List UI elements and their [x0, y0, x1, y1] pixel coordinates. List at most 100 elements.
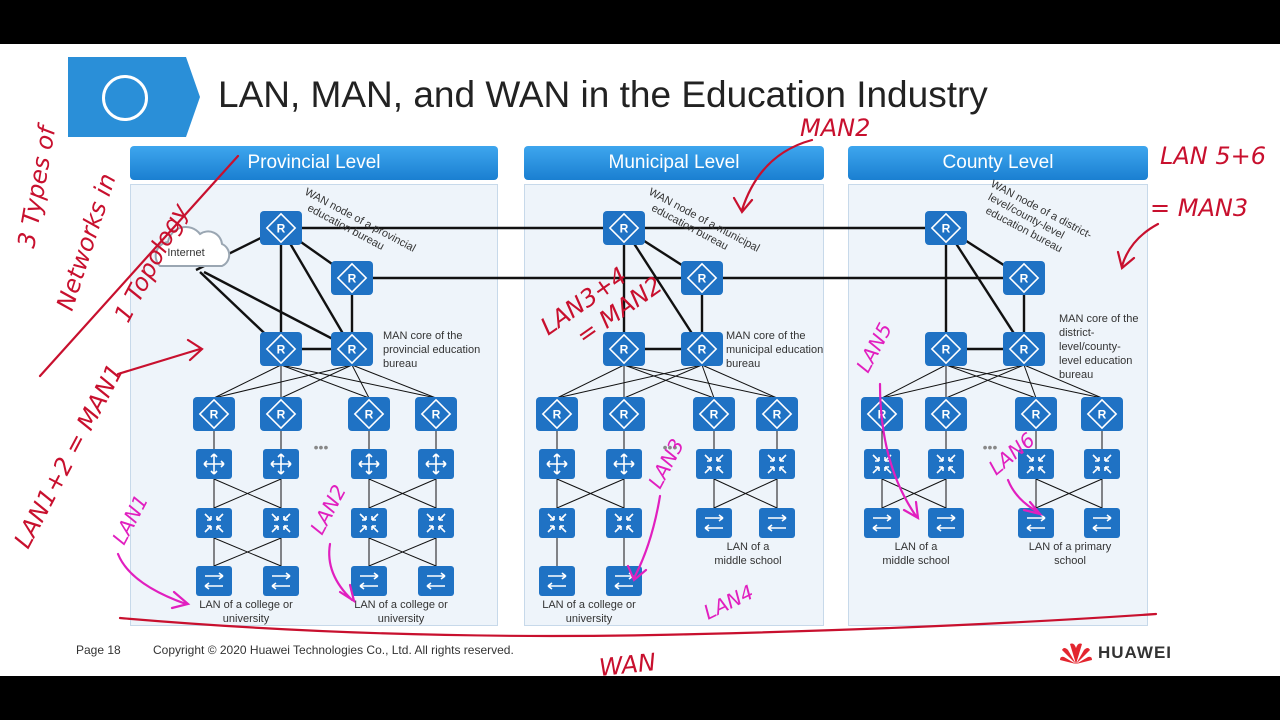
core-switch: [927, 448, 965, 480]
core-switch: [262, 507, 300, 539]
man-label-municipal-l2: municipal education: [726, 344, 823, 356]
huawei-flower-icon: [1060, 643, 1092, 664]
core-switch: [863, 448, 901, 480]
x: [556, 478, 625, 509]
man-core-router-provincial-b: [330, 331, 374, 367]
aggregation-switch: [605, 448, 643, 480]
internet-cloud: Internet: [154, 226, 231, 267]
router: [755, 396, 799, 432]
ellipsis-provincial: •••: [314, 439, 329, 455]
man-core-router-municipal-a: [602, 331, 646, 367]
wan-label-municipal: WAN node of a municipal education bureau: [647, 186, 762, 255]
access-switch: [758, 507, 796, 539]
network-devices: [192, 210, 1124, 597]
man-label-municipal-l3: bureau: [726, 358, 760, 370]
man-access-link: [881, 364, 947, 399]
lan-label-county-right-l2: school: [1054, 555, 1086, 567]
man-core-router-provincial-a: [259, 331, 303, 367]
x: [713, 478, 778, 509]
x: [213, 537, 282, 567]
man-access-link: [1023, 364, 1103, 399]
lan-label-muni-right-l2: middle school: [714, 555, 781, 567]
core-switch: [195, 507, 233, 539]
man-core-router-county-a: [924, 331, 968, 367]
aggregation-switch: [350, 448, 388, 480]
core-switch: [1017, 448, 1055, 480]
man-label-county-l1: MAN core of the: [1059, 313, 1138, 325]
man-label-county-l5: bureau: [1059, 369, 1093, 381]
router: [602, 396, 646, 432]
router: [347, 396, 391, 432]
wan-router-municipal-b: [680, 260, 724, 296]
man-label-provincial: MAN core of the provincial education bur…: [383, 330, 480, 370]
access-switch: [695, 507, 733, 539]
man-access-link: [881, 364, 1025, 399]
x: [1035, 478, 1103, 509]
man-access-link: [623, 364, 778, 399]
man-access-link: [1023, 364, 1037, 399]
brand-name: HUAWEI: [1098, 643, 1172, 662]
footer-page-number: Page 18: [76, 643, 121, 657]
aggregation-switch: [195, 448, 233, 480]
man-access-link: [556, 364, 625, 399]
router: [259, 396, 303, 432]
core-switch: [1083, 448, 1121, 480]
router: [192, 396, 236, 432]
slide-badge: [68, 57, 200, 137]
wan-man-cross-link: [944, 227, 1026, 350]
core-switch: [695, 448, 733, 480]
man-access-link: [280, 364, 370, 399]
router: [535, 396, 579, 432]
man-access-link: [280, 364, 353, 399]
man-label-county-l4: level education: [1059, 355, 1132, 367]
access-switch: [605, 565, 643, 597]
access-switch: [1017, 507, 1055, 539]
router: [924, 396, 968, 432]
x: [368, 478, 437, 509]
access-switch: [417, 565, 455, 597]
lan-label-county-left-l1: LAN of a: [895, 541, 939, 553]
core-switch: [350, 507, 388, 539]
lan-label-county-right-l1: LAN of a primary: [1029, 541, 1112, 553]
man-label-county-l3: level/county-: [1059, 341, 1121, 353]
lan-label-muni-left-l1: LAN of a college or: [542, 599, 636, 611]
x: [213, 478, 282, 509]
man-access-link: [945, 364, 1025, 399]
wan-router-provincial-b: [330, 260, 374, 296]
wan-man-cross-link: [622, 227, 704, 350]
core-switch: [417, 507, 455, 539]
man-access-link: [213, 364, 282, 399]
man-access-link: [701, 364, 778, 399]
core-switch: [605, 507, 643, 539]
access-switch: [927, 507, 965, 539]
core-switch: [758, 448, 796, 480]
slide: LAN, MAN, and WAN in the Education Indus…: [0, 44, 1280, 676]
man-access-link: [280, 364, 437, 399]
lan-label-county-left-l2: middle school: [882, 555, 949, 567]
lan-label-prov-left-l1: LAN of a college or: [199, 599, 293, 611]
lan-label-prov-left-l2: university: [223, 613, 270, 625]
man-access-link: [556, 364, 703, 399]
core-switch: [538, 507, 576, 539]
man-access-link: [623, 364, 715, 399]
man-access-link: [945, 364, 1037, 399]
lan-label-muni-left-l2: university: [566, 613, 613, 625]
wan-router-county-a: [924, 210, 968, 246]
ellipsis-municipal: •••: [663, 439, 678, 455]
man-label-county-l2: district-: [1059, 327, 1095, 339]
man-access-link: [945, 364, 1103, 399]
man-access-link: [623, 364, 703, 399]
man-label-provincial-l1: MAN core of the: [383, 330, 462, 342]
huawei-logo: HUAWEI: [1058, 640, 1171, 666]
access-switch: [350, 565, 388, 597]
access-switch: [195, 565, 233, 597]
wan-router-provincial-a: [259, 210, 303, 246]
wan-man-cross-link: [279, 227, 354, 350]
man-label-provincial-l2: provincial education: [383, 344, 480, 356]
internet-label: Internet: [167, 247, 204, 259]
image-icon: [102, 75, 148, 121]
network-diagram: R Internet ••• ••• ••• WAN node o: [154, 178, 1138, 625]
wan-router-county-b: [1002, 260, 1046, 296]
aggregation-switch: [417, 448, 455, 480]
slide-title: LAN, MAN, and WAN in the Education Indus…: [218, 74, 988, 115]
